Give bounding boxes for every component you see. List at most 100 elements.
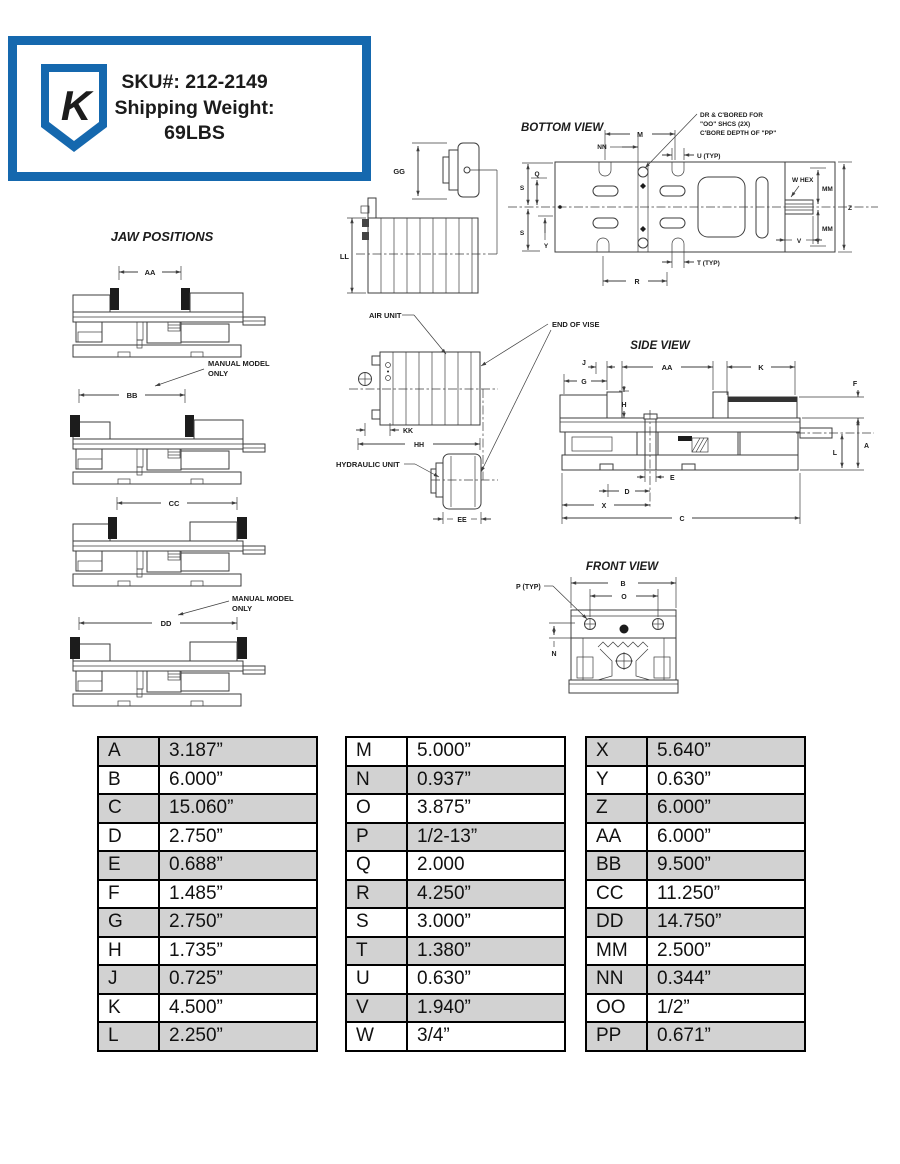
dim-arrowhead (622, 412, 626, 418)
dim-letter: S (345, 907, 408, 938)
dim-letter: DD (585, 907, 648, 938)
front-view-title: FRONT VIEW (586, 561, 659, 573)
hydraulic-unit: HYDRAULIC UNIT EE (336, 453, 498, 524)
dim-label-cc: CC (169, 499, 180, 508)
sku-text: SKU#: 212-2149 (121, 70, 268, 93)
dim-value: 4.500” (158, 992, 318, 1023)
bottom-view-title: BOTTOM VIEW (521, 122, 604, 134)
dim-value: 3/4” (406, 1021, 566, 1052)
jaw-drawing-dd: DD (70, 617, 266, 707)
dim-letter: BB (585, 850, 648, 881)
callout-line-1: DR & C'BORED FOR (700, 112, 763, 119)
dim-value: 0.671” (646, 1021, 806, 1052)
dim-label-hh: HH (414, 442, 424, 449)
dim-value: 2.500” (646, 935, 806, 966)
dim-value: 0.630” (646, 764, 806, 795)
dim-arrowhead (433, 473, 439, 477)
dim-arrowhead (155, 382, 161, 386)
dim-letter: F (97, 878, 160, 909)
front-view-drawing: FRONT VIEW B O (516, 561, 679, 694)
dim-arrowhead (656, 475, 662, 479)
dim-arrowhead (707, 365, 713, 369)
dim-label-aa: AA (145, 268, 156, 277)
dim-arrowhead (816, 210, 820, 216)
dim-arrowhead (543, 218, 547, 224)
dim-arrowhead (622, 365, 628, 369)
dim-arrowhead (842, 244, 846, 250)
dim-letter: Z (585, 793, 648, 824)
shipping-weight: 69LBS (164, 122, 225, 145)
dim-letter: O (345, 793, 408, 824)
dim-label-g: G (581, 379, 587, 386)
dim-value: 11.250” (646, 878, 806, 909)
dim-arrowhead (639, 475, 645, 479)
dim-letter: M (345, 736, 408, 767)
dim-label-bb: BB (127, 391, 138, 400)
jaw-drawing-bb: BB (70, 389, 266, 485)
dim-letter: NN (585, 964, 648, 995)
manual-note-line1: MANUAL MODEL (208, 359, 270, 368)
dim-arrowhead (535, 180, 539, 186)
dim-label-aa-side: AA (662, 363, 673, 372)
dim-value: 6.000” (158, 764, 318, 795)
manual-note-line2: ONLY (232, 604, 252, 613)
dim-arrowhead (564, 379, 570, 383)
dim-arrowhead (481, 361, 487, 366)
hydraulic-unit-label: HYDRAULIC UNIT (336, 460, 400, 469)
dim-arrowhead (350, 218, 354, 224)
dim-arrowhead (684, 153, 690, 157)
callout-line-3: C'BORE DEPTH OF "PP" (700, 130, 776, 137)
dim-label-x: X (602, 503, 607, 510)
dim-arrowhead (526, 164, 530, 170)
dim-letter: G (97, 907, 160, 938)
dim-letter: PP (585, 1021, 648, 1052)
dim-arrowhead (666, 260, 672, 264)
jaw-positions-title: JAW POSITIONS (111, 229, 214, 244)
dim-arrowhead (601, 379, 607, 383)
dim-letter: H (97, 935, 160, 966)
dim-arrowhead (794, 516, 800, 520)
dim-letter: D (97, 821, 160, 852)
dim-arrowhead (481, 517, 487, 521)
dim-arrowhead (602, 489, 608, 493)
dim-arrowhead (727, 365, 733, 369)
dim-letter: E (97, 850, 160, 881)
dim-label-h: H (621, 402, 626, 409)
dim-letter: Y (585, 764, 648, 795)
dim-value: 0.937” (406, 764, 566, 795)
dim-arrowhead (607, 365, 613, 369)
dim-value: 2.750” (158, 907, 318, 938)
dim-label-ll: LL (340, 252, 350, 261)
dim-label-k: K (758, 363, 764, 372)
dim-arrowhead (670, 581, 676, 585)
dim-label-b: B (620, 581, 625, 588)
dim-arrowhead (666, 153, 672, 157)
dim-arrowhead (481, 466, 485, 472)
dim-label-r: R (634, 279, 639, 286)
dim-letter: P (345, 821, 408, 852)
callout-line-2: "OO" SHCS (2X) (700, 121, 750, 128)
dim-arrowhead (842, 164, 846, 170)
header-text: SKU#: 212-2149 Shipping Weight: 69LBS (37, 70, 362, 147)
dim-label-mm-top: MM (822, 186, 833, 193)
dim-letter: N (345, 764, 408, 795)
end-of-vise-callout: END OF VISE (480, 320, 600, 473)
air-unit-label: AIR UNIT (369, 311, 402, 320)
dim-letter: Q (345, 850, 408, 881)
dim-value: 15.060” (158, 793, 318, 824)
dim-letter: T (345, 935, 408, 966)
dim-value: 6.000” (646, 821, 806, 852)
dim-label-j: J (582, 360, 586, 367)
dim-label-e: E (670, 475, 675, 482)
